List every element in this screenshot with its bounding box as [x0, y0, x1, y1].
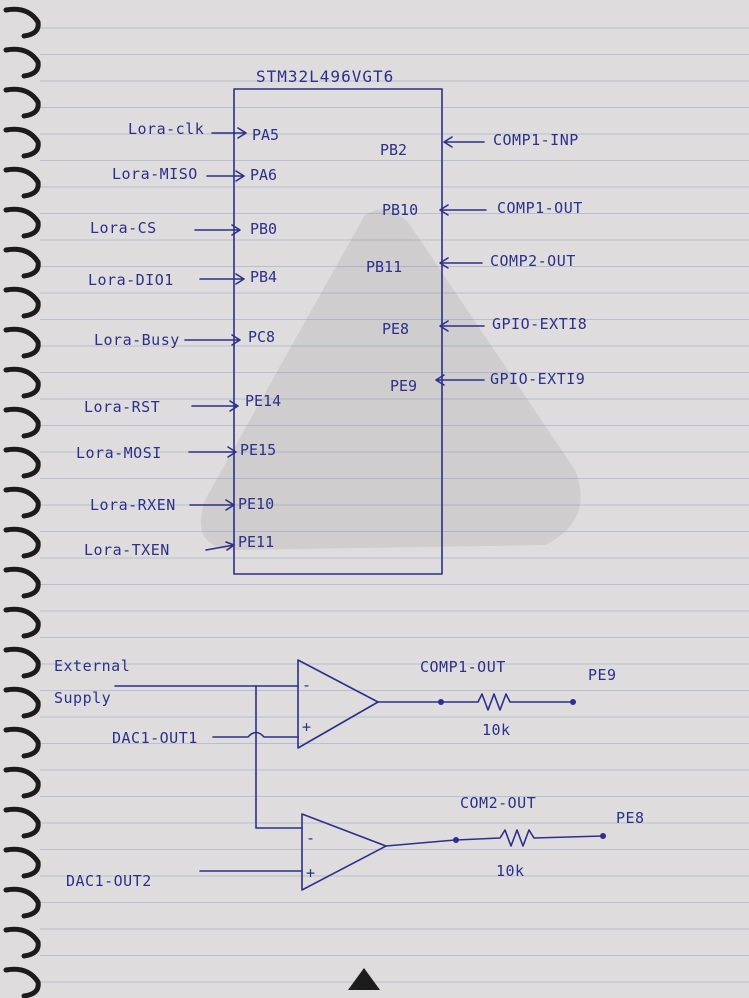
spiral-ring-icon [3, 446, 41, 479]
right-signal-label: GPIO-EXTI9 [490, 370, 585, 388]
ruled-lines [40, 27, 749, 983]
chip-title: STM32L496VGT6 [256, 67, 394, 86]
left-pin-label: PB4 [250, 268, 277, 286]
spiral-ring-icon [3, 46, 41, 79]
left-signal-label: Lora-clk [128, 120, 204, 138]
comp1-pin-label: PE9 [588, 666, 617, 684]
spiral-ring-icon [3, 206, 41, 239]
spiral-ring-icon [3, 766, 41, 799]
comp1-plus-sign: + [302, 718, 311, 736]
spiral-ring-icon [3, 606, 41, 639]
comp2-resistor-label: 10k [496, 862, 525, 880]
dac-out1-label: DAC1-OUT1 [112, 729, 198, 747]
left-signal-label: Lora-MOSI [76, 444, 162, 462]
comparator-schematic: External Supply DAC1-OUT1 DAC1-OUT2 - + … [54, 657, 645, 891]
spiral-ring-icon [3, 486, 41, 519]
spiral-ring-icon [3, 646, 41, 679]
spiral-ring-icon [3, 366, 41, 399]
comp1-resistor-label: 10k [482, 721, 511, 739]
right-signal-label: COMP2-OUT [490, 252, 576, 270]
left-signal-label: Lora-Busy [94, 331, 180, 349]
right-pin-list: PB2 COMP1-INP PB10 COMP1-OUT PB11 COMP2-… [366, 131, 587, 395]
spiral-ring-icon [3, 166, 41, 199]
right-pin-label: PE8 [382, 320, 409, 338]
left-pin-label: PE11 [238, 533, 274, 551]
spiral-ring-icon [3, 326, 41, 359]
left-pin-label: PA5 [252, 126, 279, 144]
spiral-ring-icon [3, 686, 41, 719]
resistor-icon [455, 829, 604, 847]
spiral-ring-icon [3, 126, 41, 159]
spiral-ring-icon [3, 926, 41, 959]
comp2-pin-label: PE8 [616, 809, 645, 827]
left-pin-label: PA6 [250, 166, 277, 184]
left-signal-label: Lora-DIO1 [88, 271, 174, 289]
left-pin-label: PC8 [248, 328, 275, 346]
external-supply-label: Supply [54, 689, 111, 707]
op-amp-icon [301, 813, 387, 891]
right-pin-label: PB10 [382, 201, 418, 219]
spiral-ring-icon [3, 406, 41, 439]
watermark-glyph-icon [348, 968, 380, 990]
left-pin-label: PE15 [240, 441, 276, 459]
dac-out2-label: DAC1-OUT2 [66, 872, 152, 890]
spiral-ring-icon [3, 526, 41, 559]
spiral-ring-icon [3, 726, 41, 759]
spiral-ring-icon [3, 846, 41, 879]
spiral-ring-icon [3, 246, 41, 279]
right-arrow-icons [435, 136, 487, 386]
left-signal-label: Lora-RXEN [90, 496, 176, 514]
op-amp-icon [297, 659, 379, 749]
comp2-out-label: COM2-OUT [460, 794, 536, 812]
spiral-ring-icon [3, 286, 41, 319]
resistor-icon [440, 693, 574, 711]
comp2-minus-sign: - [306, 829, 315, 847]
spiral-ring-icon [3, 86, 41, 119]
left-pin-label: PB0 [250, 220, 277, 238]
left-signal-label: Lora-MISO [112, 165, 198, 183]
left-signal-label: Lora-RST [84, 398, 160, 416]
external-supply-label: External [54, 657, 130, 675]
spiral-ring-icon [3, 966, 41, 998]
comp1-minus-sign: - [302, 676, 311, 694]
left-pin-label: PE14 [245, 392, 281, 410]
left-pin-label: PE10 [238, 495, 274, 513]
spiral-ring-icon [3, 566, 41, 599]
left-signal-label: Lora-CS [90, 219, 157, 237]
right-signal-label: COMP1-OUT [497, 199, 583, 217]
left-arrow-icons [184, 127, 247, 551]
mcu-chip-box [233, 88, 443, 575]
spiral-ring-icon [3, 806, 41, 839]
right-signal-label: COMP1-INP [493, 131, 579, 149]
comp1-out-label: COMP1-OUT [420, 658, 506, 676]
spiral-ring-icon [3, 6, 41, 39]
spiral-ring-icon [3, 886, 41, 919]
comp2-plus-sign: + [306, 864, 315, 882]
right-pin-label: PE9 [390, 377, 417, 395]
right-signal-label: GPIO-EXTI8 [492, 315, 587, 333]
spiral-binding-icon [3, 6, 41, 998]
right-pin-label: PB11 [366, 258, 402, 276]
right-pin-label: PB2 [380, 141, 407, 159]
left-pin-list: Lora-clk PA5 Lora-MISO PA6 Lora-CS PB0 L… [76, 120, 281, 559]
left-signal-label: Lora-TXEN [84, 541, 170, 559]
watermark-logo-icon [200, 209, 581, 550]
